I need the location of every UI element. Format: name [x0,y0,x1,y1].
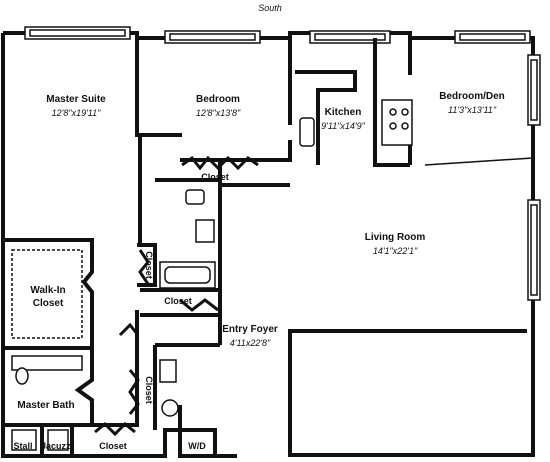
closet-foyer-label: Closet [144,376,154,404]
closet-hall-label: Closet [164,296,192,306]
master-suite-name: Master Suite [46,94,106,105]
living-room-name: Living Room [365,232,426,243]
interior-walls [1,33,534,456]
walk-in-closet-line1: Walk-In [30,285,65,296]
kitchen-dim: 9'11"x14'9" [321,121,365,131]
wd-label: W/D [188,441,206,451]
room-labels: Master Suite 12'8"x19'11" Bedroom 12'8"x… [17,91,504,411]
closet-doors [94,155,259,437]
living-room-dim: 14'1"x22'1" [373,246,418,256]
small-labels: Closet Closet Closet Closet Closet Stall… [13,172,228,451]
closet-bedroom-label: Closet [201,172,229,182]
stall-label: Stall [13,441,32,451]
walk-in-closet-line2: Closet [33,298,64,309]
bedroom-dim: 12'8"x13'8" [196,108,241,118]
fixtures [11,99,413,451]
bedroom-den-name: Bedroom/Den [439,91,505,102]
compass-label: South [258,3,282,13]
closet-bath-label: Closet [99,441,127,451]
entry-foyer-name: Entry Foyer [222,324,278,335]
entry-foyer-dim: 4'11x22'8" [230,338,271,348]
closet-vertical-label: Closet [144,251,154,279]
master-bath-name: Master Bath [17,400,74,411]
windows [24,26,541,301]
kitchen-name: Kitchen [325,107,362,118]
bedroom-name: Bedroom [196,94,240,105]
jacuzzi-label: Jacuzzi [41,441,73,451]
bedroom-den-dim: 11'3"x13'11" [448,105,497,115]
master-suite-dim: 12'8"x19'11" [52,108,102,118]
